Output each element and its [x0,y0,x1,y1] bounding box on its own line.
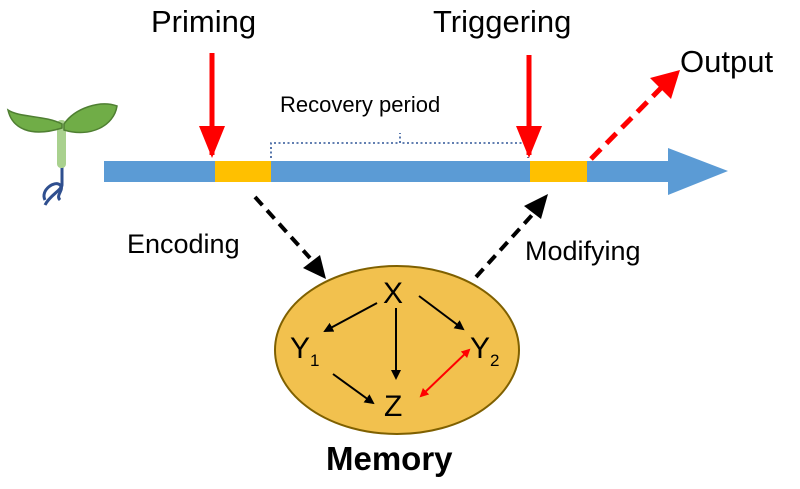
modifying-label: Modifying [525,236,641,266]
node-y2: Y2 [470,332,499,370]
recovery-bracket [270,133,529,158]
memory-label: Memory [326,440,453,477]
encoding-arrow [253,195,312,260]
seedling-icon [6,103,118,206]
node-y1: Y1 [290,332,319,370]
z-y2-interaction-arrow [419,348,471,398]
priming-label: Priming [151,4,256,39]
recovery-label: Recovery period [280,92,440,117]
triggering-segment [530,161,587,182]
output-arrow [589,85,664,161]
timeline [104,148,728,195]
x-to-y1-arrow [323,302,378,332]
priming-segment [215,161,271,182]
node-x: X [383,277,403,310]
y1-to-z-arrow [332,373,375,405]
timeline-arrowhead [668,148,728,195]
node-z: Z [384,390,402,423]
triggering-label: Triggering [433,4,571,39]
timeline-bar [104,161,684,182]
encoding-label: Encoding [127,229,240,259]
x-to-y2-arrow [418,295,465,331]
output-label: Output [680,44,773,79]
modifying-arrow [474,212,535,279]
